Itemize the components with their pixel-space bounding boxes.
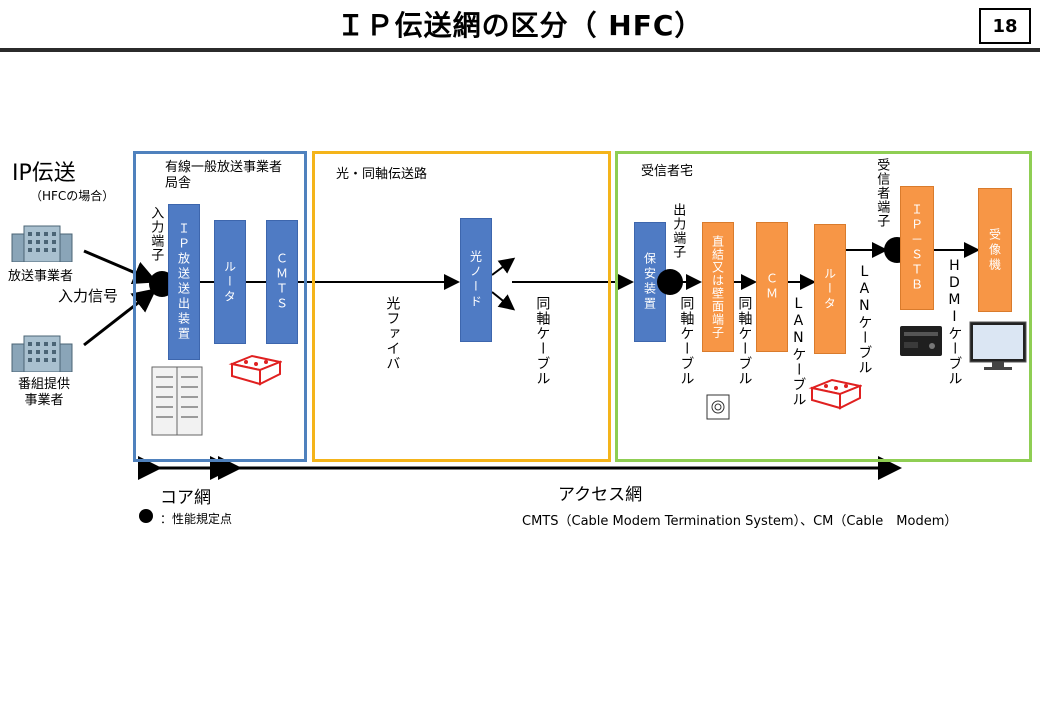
- hfc-subheading: （HFCの場合）: [30, 189, 115, 203]
- television-icon: [969, 321, 1027, 370]
- broadcaster-building-icon: [11, 225, 73, 262]
- perf-point-output-terminal: [657, 269, 683, 295]
- input-signal-label: 入力信号: [58, 287, 119, 305]
- node-arrow-up: [491, 257, 516, 276]
- input-line-provider: [83, 288, 157, 347]
- hdmi-label: HDMIケーブル: [946, 258, 963, 386]
- coax-2-label: 同軸ケーブル: [736, 296, 753, 386]
- abbreviation-note: CMTS（Cable Modem Termination System）、CM（…: [522, 514, 958, 529]
- header-rule: [0, 48, 1040, 52]
- router-1-device: ルータ: [214, 220, 246, 344]
- page-title: ＩＰ伝送網の区分（ HFC）: [336, 9, 704, 42]
- router-2-icon: [808, 378, 862, 410]
- input-line-broadcaster: [83, 249, 158, 284]
- provider-building-icon: [11, 335, 73, 372]
- subscriber-region: [615, 151, 1032, 462]
- coax-label: 同軸ケーブル: [534, 296, 551, 386]
- ip-sender-device: ＩＰ放送送出装置: [168, 204, 200, 360]
- router-2-device: ルータ: [814, 224, 846, 354]
- coax-1-label: 同軸ケーブル: [678, 296, 695, 386]
- output-terminal-label: 出力端子: [670, 203, 686, 259]
- wall-outlet-icon: [706, 394, 730, 420]
- core-network-label: コア網: [160, 488, 211, 508]
- station-region: [133, 151, 307, 462]
- broadcaster-label: 放送事業者: [8, 269, 74, 284]
- receiver-device: 受像機: [978, 188, 1012, 312]
- legend-perf-point-label: ：性能規定点: [160, 512, 233, 526]
- subscriber-label: 受信者宅: [641, 164, 694, 179]
- program-provider-label: 番組提供 事業者: [18, 377, 71, 409]
- wall-terminal-device: 直結又は壁面端子: [702, 222, 734, 352]
- cmts-device: ＣＭＴＳ: [266, 220, 298, 344]
- set-top-box-icon: [900, 326, 942, 356]
- lan-1-label: LANケーブル: [790, 296, 807, 407]
- access-network-label: アクセス網: [558, 485, 643, 505]
- transmission-region: [312, 151, 611, 462]
- transmission-label: 光・同軸伝送路: [336, 167, 428, 182]
- input-terminal-label: 入力端子: [148, 206, 164, 262]
- legend-perf-point-dot: [139, 509, 153, 523]
- router-1-icon: [228, 354, 282, 386]
- ip-stb-device: ＩＰ－ＳＴＢ: [900, 186, 934, 310]
- node-arrow-down: [491, 291, 516, 311]
- server-rack-icon: [151, 366, 203, 436]
- fiber-label: 光ファイバ: [384, 296, 401, 371]
- lan-2-label: LANケーブル: [856, 264, 873, 375]
- ip-transmission-heading: IP伝送: [12, 161, 76, 186]
- receiver-terminal-label: 受信者端子: [874, 158, 890, 228]
- optical-node-device: 光ノード: [460, 218, 492, 342]
- page-number: 18: [979, 8, 1031, 44]
- station-label: 有線一般放送事業者 局舎: [165, 160, 283, 191]
- cm-device: ＣＭ: [756, 222, 788, 352]
